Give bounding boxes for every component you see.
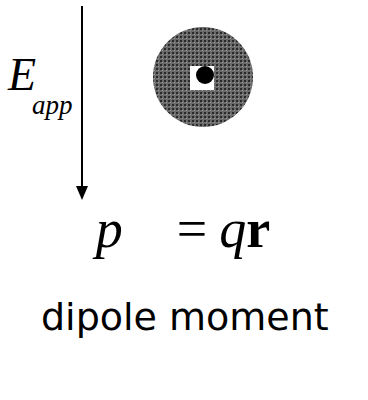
charge-symbol: q <box>219 200 246 259</box>
arrow-head <box>76 186 88 200</box>
field-subscript: app <box>32 92 73 119</box>
electron-cloud <box>153 27 253 127</box>
caption-text: dipole moment <box>41 298 329 336</box>
field-symbol: E <box>8 52 36 98</box>
equation: p⃗=qr⃗ <box>0 200 368 259</box>
position-vector: r⃗ <box>246 200 312 259</box>
dipole-symbol: p⃗ <box>96 200 165 259</box>
cloud-gap <box>190 66 214 90</box>
field-arrow <box>81 6 83 188</box>
equals-sign: = <box>177 200 207 259</box>
nucleus <box>196 66 214 84</box>
